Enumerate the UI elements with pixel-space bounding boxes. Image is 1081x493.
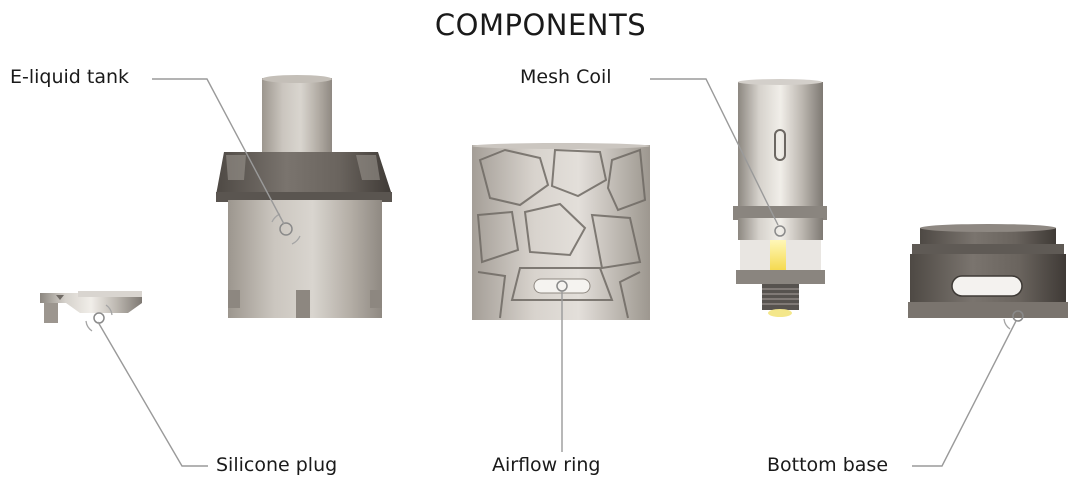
bottom-base-image [908, 224, 1068, 330]
leader-line-bottom-base [912, 320, 1017, 467]
leader-line-silicone-plug [97, 321, 208, 467]
leader-lines [97, 78, 1017, 467]
silicone-plug-image [40, 291, 142, 332]
e-liquid-tank-image [216, 75, 392, 318]
label-bottom-base: Bottom base [767, 454, 889, 476]
label-silicone-plug: Silicone plug [216, 454, 338, 476]
page-title: COMPONENTS [434, 8, 647, 42]
leader-line-e-liquid-tank [152, 78, 285, 225]
label-e-liquid-tank: E-liquid tank [10, 66, 130, 88]
leader-line-mesh-coil [650, 78, 779, 226]
label-mesh-coil: Mesh Coil [520, 66, 612, 88]
mesh-coil-image [733, 79, 827, 317]
airflow-ring-image [472, 143, 650, 320]
label-airflow-ring: Airflow ring [492, 454, 601, 476]
